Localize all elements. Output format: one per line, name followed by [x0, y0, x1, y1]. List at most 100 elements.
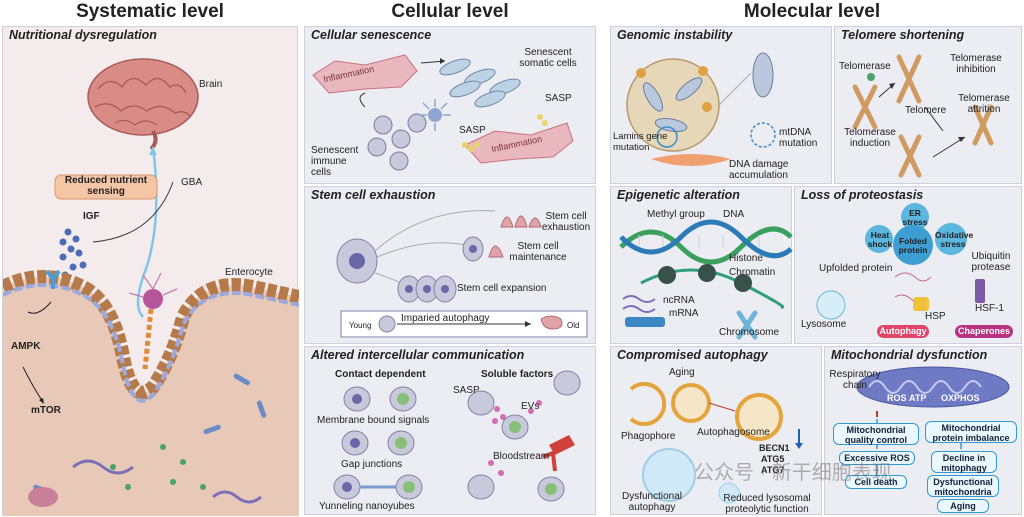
telomere-shortening-title: Telomere shortening [841, 28, 965, 42]
histone-label: Histone [729, 253, 763, 264]
phagophore-label: Phagophore [621, 431, 676, 442]
intercellular-communication-panel: Altered intercellular communication Con [304, 346, 596, 515]
stem-cell-exhaustion-label: Stem cell exhaustion [541, 211, 591, 233]
compromised-autophagy-panel: Compromised autophagy Aging Phagophore A… [610, 346, 822, 515]
chaperones-pill: Chaperones [955, 325, 1013, 338]
nutritional-illustration [3, 58, 299, 516]
cellular-senescence-title: Cellular senescence [311, 28, 432, 42]
igf-receptor-icon [45, 269, 61, 289]
senescence-illustration [312, 54, 574, 171]
telomere-shortening-panel: Telomere shortening Telomerase Telomeras… [834, 26, 1022, 184]
genomic-instability-panel: Genomic instability Lamins gene mutation… [610, 26, 832, 184]
systematic-level-heading: Systematic level [76, 1, 224, 22]
enterocyte-label: Enterocyte [225, 267, 273, 278]
epigenetic-alteration-panel: Epigenetic alteration Methyl group DNA H… [610, 186, 793, 344]
telomerase-label: Telomerase [839, 61, 891, 72]
senescent-immune-cells-label: Senescent immune cells [311, 145, 359, 178]
upfolded-protein-label: Upfolded protein [819, 263, 893, 274]
aging-label: Aging [669, 367, 695, 378]
hsf1-label: HSF-1 [975, 303, 1004, 314]
reduced-nutrient-sensing-label: Reduced nutrient sensing [64, 175, 148, 197]
chromatin-label: Chromatin [729, 267, 776, 278]
telomerase-induction-label: Telomerase induction [844, 127, 896, 149]
telomerase-inhibition-label: Telomerase inhibition [950, 53, 1002, 75]
dna-label: DNA [723, 209, 745, 220]
loss-of-proteostasis-panel: Loss of proteostasis ER stress Heat shoc… [794, 186, 1022, 344]
telomere-illustration [852, 54, 994, 178]
decline-mitophagy-box: Decline in mitophagy [931, 451, 997, 473]
genomic-instability-title: Genomic instability [617, 28, 733, 42]
mrna-label: mRNA [669, 308, 699, 319]
igf-molecules [59, 228, 87, 279]
gap-junctions-label: Gap junctions [341, 459, 403, 470]
er-stress-label: ER stress [902, 208, 928, 227]
atg5-label: ATG5 [761, 454, 785, 464]
reduced-lysosomal-function-label: Reduced lysosomal proteolytic function [723, 493, 811, 515]
sasp-label: SASP [453, 385, 480, 396]
nanotubes-label: Yunneling nanoyubes [319, 501, 415, 512]
contact-dependent-label: Contact dependent [335, 369, 426, 380]
stem-cell-illustration [336, 210, 588, 338]
stem-cell-maintenance-label: Stem cell maintenance [509, 241, 567, 263]
excessive-ros-box: Excessive ROS [839, 451, 915, 465]
cell-death-box: Cell death [845, 475, 907, 489]
lysosome-label: Lysosome [801, 319, 847, 330]
mtdna-mutation-label: mtDNA mutation [779, 127, 818, 149]
ubiquitin-protease-label: Ubiquitin protease [971, 251, 1011, 273]
ncrna-label: ncRNA [663, 295, 695, 306]
hsp-label: HSP [925, 311, 946, 322]
gba-arrow [92, 181, 174, 243]
mitochondrial-dysfunction-title: Mitochondrial dysfunction [831, 348, 988, 362]
lamins-gene-mutation-label: Lamins gene mutation [613, 131, 668, 153]
mitochondrial-dysfunction-panel: Mitochondrial dysfunction Respiratory ch… [824, 346, 1022, 515]
sasp-right-label: SASP [545, 93, 572, 104]
cellular-level-heading: Cellular level [391, 1, 509, 22]
stem-cell-expansion-label: Stem cell expansion [457, 283, 547, 294]
epigenetic-illustration [619, 219, 793, 340]
bloodstream-label: Bloodstream [493, 451, 550, 462]
ampk-label: AMPK [11, 341, 41, 352]
telomere-label: Telomere [905, 105, 947, 116]
oxidative-stress-label: Oxidative stress [935, 230, 974, 249]
stem-cell-exhaustion-title: Stem cell exhaustion [311, 188, 436, 202]
telomerase-attrition-label: Telomerase attrition [958, 93, 1010, 115]
igf-label: IGF [83, 211, 100, 222]
autophagy-pill: Autophagy [877, 325, 929, 338]
intercellular-communication-title: Altered intercellular communication [311, 348, 525, 362]
old-label: Old [567, 321, 580, 330]
ros-label: ROS [887, 393, 907, 403]
aging-box: Aging [937, 499, 989, 513]
intercellular-illustration [333, 370, 581, 502]
atg7-label: ATG7 [761, 465, 785, 475]
autophagy-illustration [629, 382, 803, 504]
membrane-bound-signals-label: Membrane bound signals [317, 415, 430, 426]
loss-of-proteostasis-title: Loss of proteostasis [801, 188, 924, 202]
dysfunctional-autophagy-label: Dysfunctional autophagy [621, 491, 683, 513]
dysfunctional-mito-box: Dysfunctional mitochondria [927, 475, 999, 497]
soluble-factors-label: Soluble factors [481, 369, 554, 380]
heat-shock-label: Heat shock [867, 230, 893, 249]
nutritional-dysregulation-panel: Nutritional dysregulation [2, 26, 299, 516]
genomic-illustration [626, 52, 776, 166]
oxphos-label: OXPHOS [941, 393, 980, 403]
brain-label: Brain [199, 79, 223, 90]
mtor-label: mTOR [31, 405, 61, 416]
watermark: 公众号 · 新干细胞表现 [694, 462, 892, 484]
compromised-autophagy-title: Compromised autophagy [617, 348, 768, 362]
senescent-somatic-cells-label: Senescent somatic cells [519, 47, 577, 69]
becn1-label: BECN1 [759, 443, 790, 453]
neuron-icon [128, 272, 178, 370]
folded-protein-label: Folded protein [898, 236, 928, 255]
evs-label: EVs [521, 401, 540, 412]
proteostasis-illustration [816, 203, 985, 320]
cellular-senescence-panel: Cellular senescence Inflammation Senesce… [304, 26, 596, 184]
respiratory-chain-label: Respiratory chain [829, 369, 881, 391]
sasp-mid-label: SASP [459, 125, 486, 136]
chromosome-label: Chromosome [719, 327, 780, 338]
brain-icon [87, 58, 199, 151]
mito-quality-control-box: Mitochondrial quality control [833, 423, 919, 445]
atp-label: ATP [909, 393, 927, 403]
gba-label: GBA [181, 177, 203, 188]
molecular-level-heading: Molecular level [743, 1, 881, 22]
